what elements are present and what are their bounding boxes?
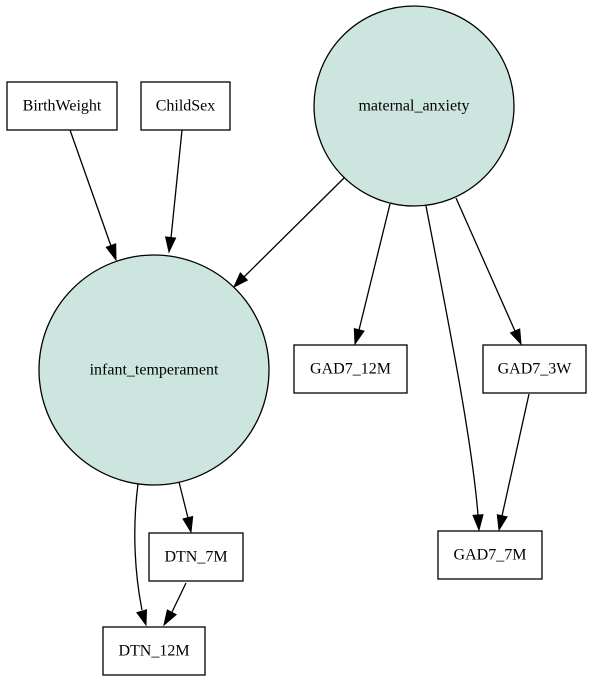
node-gad7-3w-label: GAD7_3W [498, 361, 573, 378]
edge-maternal-anxiety-to-gad7-3w [455, 197, 522, 346]
node-dtn-12m-label: DTN_12M [118, 643, 189, 660]
node-childsex: ChildSex [140, 81, 231, 131]
node-gad7-12m: GAD7_12M [293, 344, 408, 394]
node-maternal-anxiety-label: maternal_anxiety [358, 98, 469, 115]
node-childsex-label: ChildSex [156, 98, 216, 115]
node-childsex-box [140, 81, 231, 131]
node-maternal-anxiety: maternal_anxiety [313, 5, 515, 207]
node-birthweight-label: BirthWeight [23, 98, 102, 115]
edge-maternal-anxiety-to-gad7-12m [353, 203, 391, 346]
node-gad7-12m-box [293, 344, 408, 394]
node-maternal-anxiety-circle [313, 5, 515, 207]
node-infant-temperament: infant_temperament [38, 254, 270, 486]
edge-birthweight-to-infant-temperament [69, 129, 117, 262]
node-dtn-12m: DTN_12M [102, 626, 206, 676]
node-dtn-7m: DTN_7M [148, 532, 244, 582]
edge-infant-temperament-to-dtn-12m [134, 483, 148, 627]
edge-childsex-to-infant-temperament [164, 129, 183, 254]
edge-gad7-3w-to-gad7-7m [496, 393, 530, 532]
node-dtn-7m-label: DTN_7M [164, 549, 227, 566]
node-dtn-7m-box [148, 532, 244, 582]
node-gad7-7m: GAD7_7M [437, 530, 543, 580]
node-birthweight: BirthWeight [6, 81, 118, 131]
node-birthweight-box [6, 81, 118, 131]
node-gad7-3w-box [482, 344, 587, 394]
edge-maternal-anxiety-to-infant-temperament [232, 177, 345, 289]
node-gad7-3w: GAD7_3W [482, 344, 587, 394]
nodes: BirthWeight ChildSex maternal_anxiety in… [6, 5, 587, 676]
node-gad7-7m-box [437, 530, 543, 580]
edges [69, 129, 530, 627]
node-dtn-12m-box [102, 626, 206, 676]
node-gad7-7m-label: GAD7_7M [454, 547, 527, 564]
edge-maternal-anxiety-to-gad7-7m [425, 205, 484, 532]
edge-infant-temperament-to-dtn-7m [178, 481, 194, 534]
edge-dtn-7m-to-dtn-12m [163, 582, 187, 627]
node-infant-temperament-label: infant_temperament [90, 362, 219, 379]
node-infant-temperament-circle [38, 254, 270, 486]
node-gad7-12m-label: GAD7_12M [310, 361, 391, 378]
